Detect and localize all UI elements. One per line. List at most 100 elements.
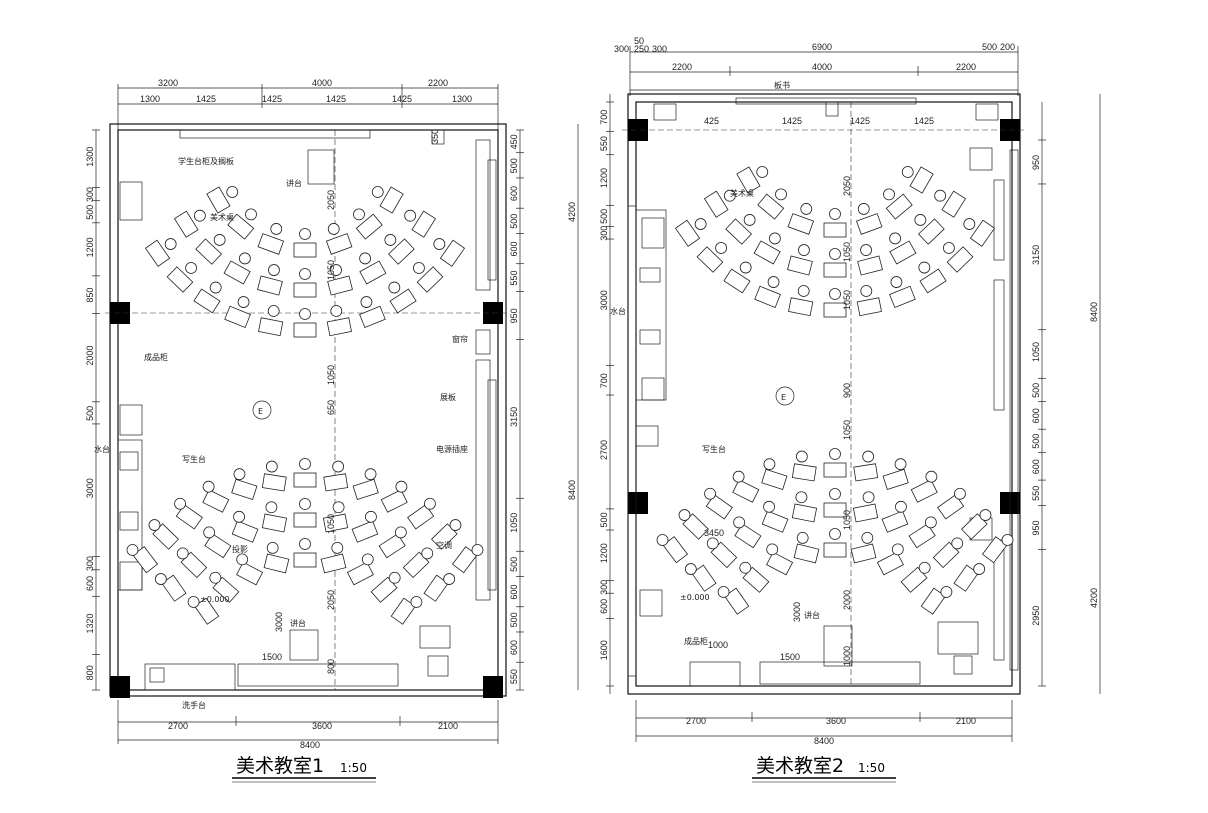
student-chair (413, 262, 425, 274)
student-chair (678, 509, 691, 521)
student-desk (705, 494, 733, 520)
dim2-top-sub-2: 1425 (850, 116, 870, 126)
dim-left: 1200 (85, 237, 95, 257)
plan-scale-2: 1:50 (858, 761, 885, 775)
student-chair (267, 305, 280, 317)
student-chair (862, 450, 875, 463)
student-desk (257, 275, 283, 296)
student-chair (656, 534, 669, 546)
student-desk (969, 219, 996, 247)
plan-title-1: 美术教室1 (236, 755, 324, 777)
student-desk (953, 564, 979, 592)
plan-2: 300 50 250 300 6900 500 200 2200 4000 22… (599, 36, 1101, 783)
student-chair (891, 543, 904, 556)
dim2-right: 1050 (1031, 342, 1041, 362)
student-desk (359, 260, 387, 285)
dim-right: 600 (509, 242, 519, 257)
student-desk (293, 512, 317, 528)
dim-left: 800 (85, 665, 95, 680)
student-desk (320, 553, 347, 574)
student-chair (365, 510, 377, 523)
student-chair (330, 305, 343, 317)
student-chair (299, 498, 311, 510)
dim2-right: 500 (1031, 434, 1041, 449)
dim-left: 3000 (85, 478, 95, 498)
dim2-top-top-a: 50 (634, 36, 644, 46)
student-chair (800, 203, 813, 215)
student-desk (662, 536, 689, 564)
dim2-int-4: 1050 (842, 420, 852, 440)
dim-int-9: 350 (430, 129, 440, 144)
student-desk (857, 255, 883, 276)
dim2-left: 1200 (599, 168, 609, 188)
student-chair (238, 252, 251, 265)
student-chair (265, 501, 278, 514)
student-chair (203, 526, 216, 539)
student-desk (791, 503, 818, 523)
dim-right: 500 (509, 158, 519, 173)
student-desk (941, 190, 967, 218)
student-chair (266, 541, 279, 554)
student-chair (829, 528, 841, 540)
student-chair (395, 480, 408, 493)
student-chair (918, 561, 931, 574)
dim2-left: 550 (599, 136, 609, 151)
dim2-int-7: 3000 (792, 602, 802, 622)
student-chair (795, 450, 808, 463)
dim2-left: 700 (599, 110, 609, 125)
dim2-right: 600 (1031, 408, 1041, 423)
student-desk (173, 210, 199, 238)
student-desk (761, 510, 789, 533)
student-desk (889, 240, 917, 265)
dim2-right: 3150 (1031, 245, 1041, 265)
student-desk (293, 242, 317, 258)
dim-top-main-2: 2200 (428, 78, 448, 88)
student-desk (724, 587, 750, 615)
student-chair (766, 543, 779, 556)
student-chair (164, 238, 177, 250)
dim-int-7: 800 (326, 659, 336, 674)
dim-top-main-1: 4000 (312, 78, 332, 88)
student-desk (761, 468, 788, 490)
student-desk (322, 513, 349, 533)
student-chair (443, 573, 456, 585)
student-chair (404, 209, 417, 222)
student-desk (407, 504, 435, 530)
student-desk (451, 546, 478, 574)
student-chair (330, 264, 342, 276)
dim-int-0: 2050 (326, 190, 336, 210)
dim2-left: 1600 (599, 640, 609, 660)
student-chair (364, 468, 377, 481)
student-desk (823, 542, 847, 558)
student-desk (231, 520, 259, 543)
label-sink: 水台 (94, 444, 110, 454)
dim2-left: 700 (599, 373, 609, 388)
student-chair (236, 553, 249, 566)
student-chair (245, 208, 257, 221)
student-desk (787, 213, 815, 235)
student-chair (943, 242, 955, 254)
student-chair (684, 563, 697, 575)
dim-top-sub-3: 1425 (326, 94, 346, 104)
dim2-int-8: 1000 (842, 646, 852, 666)
student-desk (732, 479, 760, 503)
student-chair (1001, 534, 1014, 546)
student-desk (346, 561, 374, 586)
student-desk (257, 233, 285, 255)
student-chair (299, 308, 311, 320)
label2-sink: 水台 (610, 306, 626, 316)
label-projector: 投影 (232, 544, 248, 554)
student-chair (739, 261, 752, 274)
label-art-desk: 美术桌 (210, 212, 234, 222)
student-chair (706, 537, 719, 550)
student-desk (293, 322, 317, 338)
student-chair (763, 458, 776, 471)
student-chair (327, 223, 340, 235)
student-desk (703, 190, 729, 218)
plan-scale-1: 1:50 (340, 761, 367, 775)
dim-right: 550 (509, 271, 519, 286)
student-chair (924, 516, 937, 529)
dim-right: 450 (509, 134, 519, 149)
label2-board: 板书 (774, 80, 790, 90)
student-desk (981, 536, 1008, 564)
